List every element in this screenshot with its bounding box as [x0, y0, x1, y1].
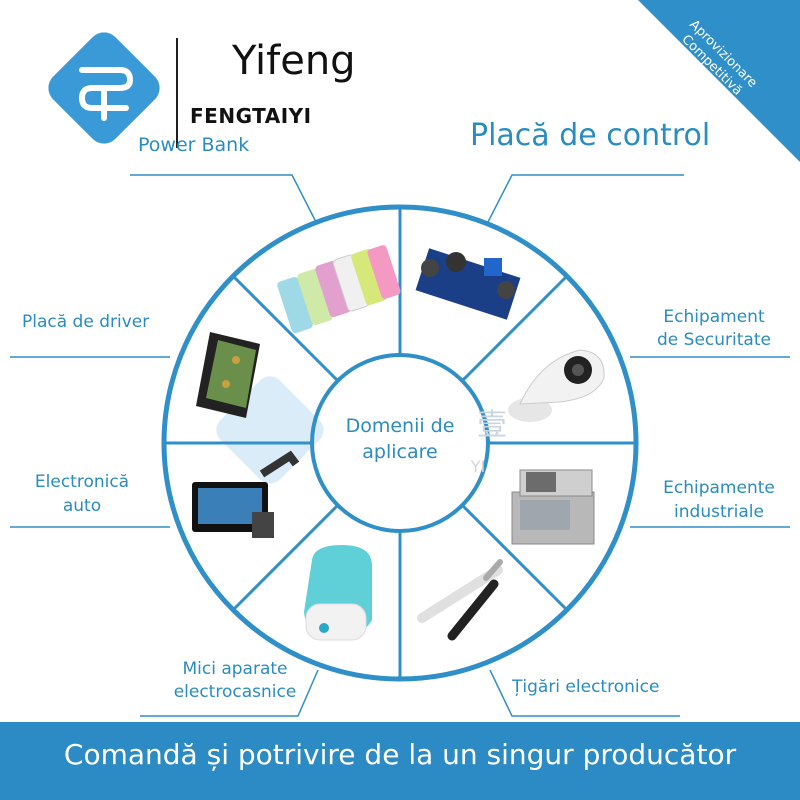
brand-logo-icon [48, 32, 160, 144]
label-security-line2: de Securitate [657, 330, 771, 350]
label-power-bank: Power Bank [138, 134, 250, 156]
watermark-char: 壹 [477, 408, 507, 443]
driver-board-image [196, 332, 260, 418]
label-auto-line1: Electronică [34, 472, 130, 492]
power-bank-image [277, 245, 401, 334]
security-camera-image [508, 349, 605, 422]
footer-text: Comandă și potrivire de la un singur pro… [63, 738, 737, 771]
label-auto: Electronică auto [22, 470, 142, 518]
car-screen-image [192, 450, 300, 538]
watermark-text: YI [470, 457, 486, 476]
industrial-machine-image [511, 469, 595, 545]
label-industrial-line2: industriale [674, 502, 764, 522]
center-label-line2: aplicare [362, 441, 437, 463]
center-label-line1: Domenii de [346, 415, 455, 437]
label-security: Echipament de Securitate [646, 306, 782, 352]
label-driver-board: Placă de driver [22, 312, 150, 332]
brand-name: Yifeng [232, 38, 356, 84]
label-ecig: Țigări electronice [512, 677, 660, 697]
label-appliances: Mici aparate electrocasnice [160, 658, 310, 704]
label-auto-line2: auto [62, 496, 102, 516]
circuit-board-image [415, 248, 521, 320]
e-cigarette-image [417, 559, 503, 641]
leader-lines [10, 174, 790, 717]
label-industrial-line1: Echipamente [663, 478, 775, 498]
label-industrial: Echipamente industriale [646, 476, 792, 524]
footer-bar [0, 722, 800, 800]
label-appliances-line2: electrocasnice [173, 682, 297, 702]
brand-subtitle: FENGTAIYI [190, 104, 312, 128]
label-appliances-line1: Mici aparate [182, 659, 288, 679]
diagram-spokes [164, 207, 636, 679]
label-control-board: Placă de control [470, 118, 711, 153]
label-security-line1: Echipament [663, 307, 765, 327]
humidifier-image [304, 545, 372, 641]
brand-divider [176, 38, 178, 148]
